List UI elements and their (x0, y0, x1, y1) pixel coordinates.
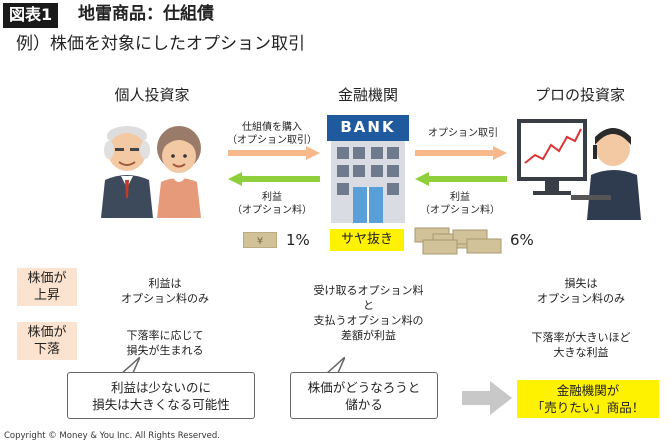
column-bank-heading: 金融機関 (337, 86, 398, 104)
arrow-label-profit-right-line1: 利益 (450, 192, 470, 203)
elderly-woman-icon (157, 126, 201, 218)
rise-pro-text: 損失は オプション料のみ (506, 276, 656, 306)
rise-individual-text: 利益は オプション料のみ (90, 276, 240, 306)
page-title: 地雷商品：仕組債 (78, 4, 214, 24)
arrow-label-profit-right-line2: （オプション料） (420, 205, 500, 216)
column-individual-heading: 個人投資家 (114, 86, 190, 104)
rise-bank-line4: 差額が利益 (341, 329, 396, 342)
page-subtitle: 例）株価を対象にしたオプション取引 (16, 34, 305, 54)
middle-bubble-line2: 儲かる (345, 396, 383, 412)
gray-right-arrow-icon (462, 381, 512, 415)
elderly-man-icon (101, 126, 153, 218)
arrow-label-profit-left-line2: （オプション料） (232, 205, 312, 216)
svg-text:¥: ¥ (257, 236, 263, 247)
row-label-fall-line2: 下落 (33, 342, 60, 357)
left-arrow-green-right (415, 172, 507, 186)
individual-percent: 1% (286, 231, 310, 249)
fall-pro-line2: 大きな利益 (553, 346, 609, 359)
arrow-label-profit-left-line1: 利益 (262, 192, 282, 203)
middle-speech-bubble: 株価がどうなろうと儲かる (290, 372, 438, 419)
stock-chart-icon (524, 128, 582, 164)
figure-badge: 図表1 (3, 3, 59, 28)
fall-individual-line2: 損失が生まれる (126, 344, 204, 357)
rise-bank-text: 受け取るオプション料 と 支払うオプション料の 差額が利益 (286, 283, 451, 343)
rise-pro-line1: 損失は (564, 277, 598, 290)
fall-pro-text: 下落率が大きいほど 大きな利益 (506, 330, 656, 360)
conclusion-line2: 「売りたい」商品！ (531, 400, 645, 415)
bank-building-illustration (327, 115, 409, 223)
left-speech-bubble: 利益は少ないのに損失は大きくなる可能性 (67, 372, 255, 419)
conclusion-box: 金融機関が「売りたい」商品！ (517, 380, 659, 418)
right-arrow-orange-right (415, 146, 507, 160)
row-label-fall-line1: 株価が (27, 325, 67, 340)
right-arrow-orange-left (228, 146, 320, 160)
pro-trader-illustration (517, 119, 641, 220)
yen-banknotes-stack-icon (414, 227, 502, 255)
bubble-tail-middle (325, 357, 345, 375)
arrow-label-option-trade: オプション取引 (428, 128, 498, 139)
bank-sign: BANK (340, 118, 396, 136)
row-label-fall: 株価が下落 (17, 322, 77, 360)
left-bubble-line1: 利益は少ないのに (110, 379, 211, 395)
elderly-couple-illustration (101, 126, 201, 218)
rise-individual-line1: 利益は (148, 277, 182, 290)
row-label-rise-line1: 株価が (27, 271, 67, 286)
rise-bank-line1: 受け取るオプション料 (313, 284, 424, 297)
rise-bank-line2: と (363, 299, 374, 312)
column-pro-heading: プロの投資家 (534, 86, 625, 104)
left-bubble-line2: 損失は大きくなる可能性 (92, 396, 230, 412)
middle-bubble-line1: 株価がどうなろうと (307, 379, 421, 395)
left-arrow-green-left (228, 172, 320, 186)
fall-pro-line1: 下落率が大きいほど (531, 331, 631, 344)
rise-pro-line2: オプション料のみ (537, 292, 625, 305)
copyright-notice: Copyright © Money & You Inc. All Rights … (4, 431, 220, 441)
spread-label: サヤ抜き (330, 229, 404, 251)
row-label-rise: 株価が上昇 (17, 268, 77, 306)
rise-bank-line3: 支払うオプション料の (313, 314, 424, 327)
fall-individual-line1: 下落率に応じて (126, 329, 204, 342)
fall-individual-text: 下落率に応じて 損失が生まれる (90, 328, 240, 358)
arrow-label-buy-line1: 仕組債を購入 (242, 122, 302, 133)
conclusion-line1: 金融機関が (556, 383, 620, 398)
arrow-label-buy-line2: （オプション取引） (227, 135, 317, 146)
rise-individual-line2: オプション料のみ (121, 292, 209, 305)
row-label-rise-line2: 上昇 (33, 288, 60, 303)
yen-banknote-icon: ¥ (243, 232, 277, 248)
bubble-tail-left (120, 357, 140, 375)
pro-percent: 6% (510, 231, 534, 249)
